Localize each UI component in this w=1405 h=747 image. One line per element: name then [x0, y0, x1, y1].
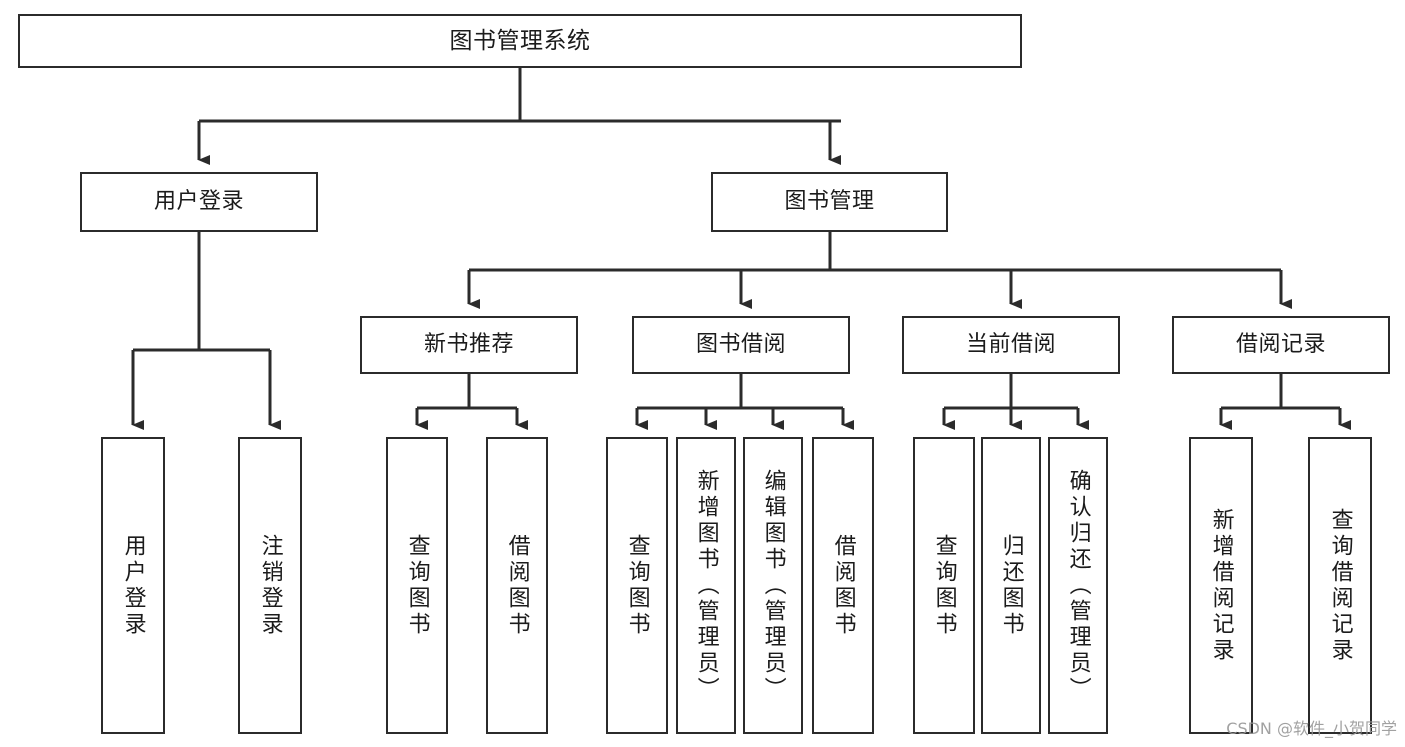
node-book-management-label: 图书管理 [784, 189, 875, 215]
node-current-borrow-label: 当前借阅 [965, 332, 1056, 358]
node-leaf-query-book-3[interactable]: 查询图书 [913, 437, 975, 734]
node-leaf-add-borrow-record-label: 新增借阅记录 [1208, 507, 1234, 664]
node-leaf-query-borrow-record[interactable]: 查询借阅记录 [1308, 437, 1372, 734]
node-new-book-recommend-label: 新书推荐 [423, 332, 514, 358]
node-root-label: 图书管理系统 [449, 27, 591, 54]
node-leaf-return-book[interactable]: 归还图书 [981, 437, 1041, 734]
node-borrow-record[interactable]: 借阅记录 [1172, 316, 1390, 374]
node-user-login[interactable]: 用户登录 [80, 172, 318, 232]
node-leaf-borrow-book-2-label: 借阅图书 [830, 533, 856, 638]
node-leaf-edit-book-label: 编辑图书（管理员） [760, 468, 786, 703]
node-leaf-query-book-1[interactable]: 查询图书 [386, 437, 448, 734]
node-leaf-query-book-2-label: 查询图书 [624, 533, 650, 638]
node-leaf-query-borrow-record-label: 查询借阅记录 [1327, 507, 1353, 664]
node-leaf-return-book-label: 归还图书 [998, 533, 1024, 638]
node-leaf-borrow-book-1[interactable]: 借阅图书 [486, 437, 548, 734]
node-leaf-user-logout-label: 注销登录 [257, 533, 283, 638]
node-leaf-query-book-1-label: 查询图书 [404, 533, 430, 638]
node-leaf-query-book-2[interactable]: 查询图书 [606, 437, 668, 734]
node-leaf-query-book-3-label: 查询图书 [931, 533, 957, 638]
node-leaf-borrow-book-1-label: 借阅图书 [504, 533, 530, 638]
node-leaf-edit-book[interactable]: 编辑图书（管理员） [743, 437, 803, 734]
node-root[interactable]: 图书管理系统 [18, 14, 1022, 68]
node-leaf-user-login-label: 用户登录 [120, 533, 146, 638]
node-new-book-recommend[interactable]: 新书推荐 [360, 316, 578, 374]
node-book-management[interactable]: 图书管理 [711, 172, 948, 232]
node-book-borrow-label: 图书借阅 [695, 332, 786, 358]
node-leaf-add-book-label: 新增图书（管理员） [693, 468, 719, 703]
node-leaf-borrow-book-2[interactable]: 借阅图书 [812, 437, 874, 734]
node-current-borrow[interactable]: 当前借阅 [902, 316, 1120, 374]
node-leaf-user-login[interactable]: 用户登录 [101, 437, 165, 734]
node-leaf-add-book[interactable]: 新增图书（管理员） [676, 437, 736, 734]
node-borrow-record-label: 借阅记录 [1235, 332, 1326, 358]
node-leaf-add-borrow-record[interactable]: 新增借阅记录 [1189, 437, 1253, 734]
node-user-login-label: 用户登录 [153, 189, 244, 215]
node-leaf-confirm-return-label: 确认归还（管理员） [1065, 468, 1091, 703]
node-leaf-user-logout[interactable]: 注销登录 [238, 437, 302, 734]
csdn-watermark: CSDN @软件_小贺同学 [1226, 719, 1397, 738]
node-book-borrow[interactable]: 图书借阅 [632, 316, 850, 374]
node-leaf-confirm-return[interactable]: 确认归还（管理员） [1048, 437, 1108, 734]
